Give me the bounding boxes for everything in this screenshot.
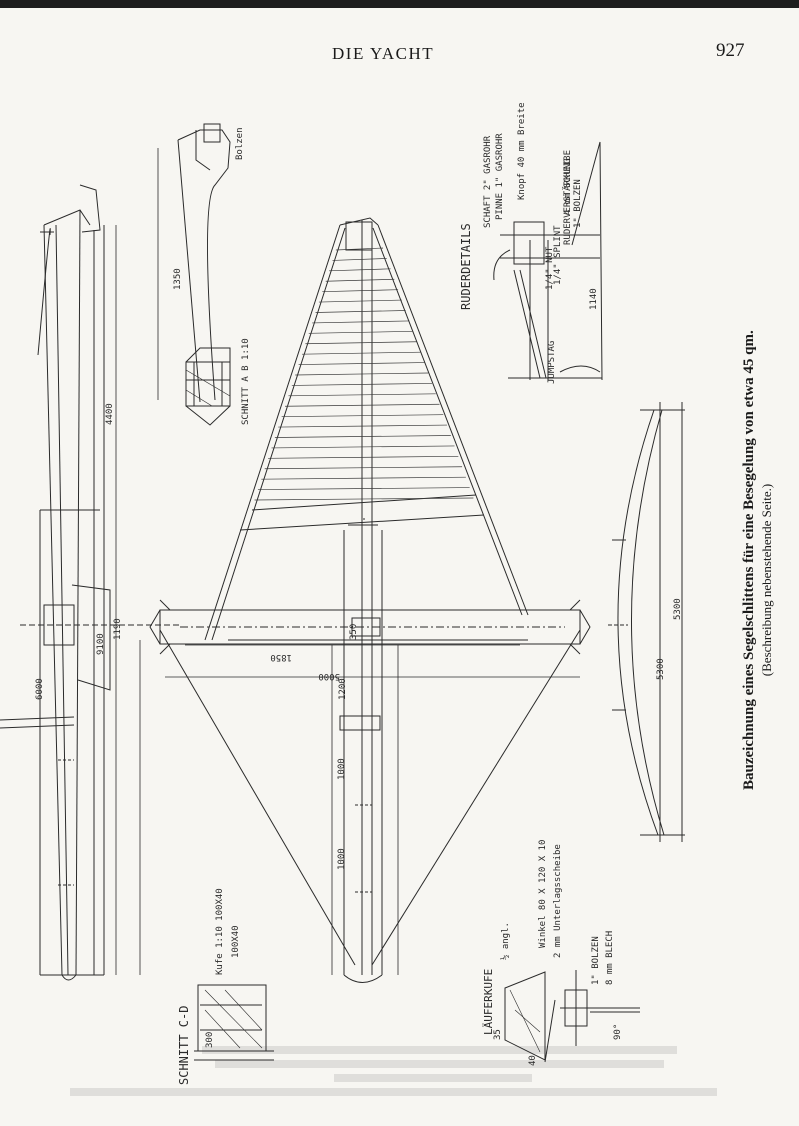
mast-head-detail: [177, 123, 231, 403]
batten-line: [312, 320, 410, 324]
dim-5300b: 5300: [656, 658, 666, 680]
batten-line: [318, 299, 402, 303]
label-splint: 1/4" SPLINT: [553, 225, 563, 285]
batten-line: [305, 341, 417, 345]
dim-5000: 5000: [318, 671, 340, 681]
batten-line: [254, 497, 474, 501]
batten-line: [261, 476, 466, 480]
sail-plan: [204, 217, 529, 975]
label-jumpstag: JUMPSTAG: [547, 341, 557, 384]
label-scheibe: 4 mm SCHEIBE: [563, 150, 573, 215]
label-kufe: Kufe 1:10 100X40: [215, 888, 225, 975]
label-nut: 1/4" NUT: [545, 246, 555, 290]
dim-350: 350: [349, 624, 359, 640]
label-bolzen-ab: Bolzen: [235, 127, 245, 160]
dim-1350: 1350: [173, 268, 183, 290]
dim-1200: 1200: [338, 678, 348, 700]
bleed-through-text: [70, 1040, 730, 1110]
sail-battens: [254, 247, 474, 501]
batten-line: [257, 487, 470, 490]
runner-detail: [504, 970, 640, 1063]
batten-line: [301, 351, 421, 355]
sail-side-view: [608, 402, 685, 842]
label-winkel: Winkel 80 X 120 X 10: [538, 840, 548, 948]
batten-line: [271, 445, 455, 449]
dim-1850: 1850: [270, 652, 292, 662]
label-blech: 8 mm BLECH: [605, 931, 615, 985]
label-pinne: PINNE 1" GASROHR: [495, 133, 505, 220]
label-schaft: SCHAFT 2" GASROHR: [483, 135, 493, 228]
batten-line: [335, 247, 384, 251]
batten-line: [332, 258, 387, 261]
dim-4400: 4400: [105, 403, 115, 425]
page-number: 927: [716, 40, 745, 61]
rudder-details: [493, 141, 603, 381]
batten-line: [295, 372, 429, 376]
batten-line: [322, 289, 399, 293]
caption-sub: (Beschreibung nebenstehende Seite.): [759, 483, 774, 677]
batten-line: [281, 414, 444, 418]
batten-line: [288, 393, 436, 397]
dim-100x40: 100X40: [231, 925, 241, 958]
dim-9100: 9100: [96, 633, 106, 655]
batten-line: [291, 383, 432, 386]
label-knopf: Knopf 40 mm Breite: [517, 102, 527, 200]
running-header: DIE YACHT 927: [0, 40, 799, 68]
dim-1000a: 1000: [337, 758, 347, 780]
runner-plank: [149, 599, 591, 731]
batten-line: [329, 268, 391, 272]
dim-6000: 6000: [35, 678, 45, 700]
label-schnitt-cd: SCHNITT C-D: [177, 1006, 191, 1085]
batten-line: [298, 362, 425, 365]
dim-1190: 1190: [113, 618, 123, 640]
caption-main: Bauzeichnung eines Segelschlittens für e…: [741, 330, 757, 790]
section-cd: [194, 984, 274, 1061]
section-ab: [185, 347, 231, 426]
journal-title: DIE YACHT: [332, 44, 435, 63]
batten-line: [325, 278, 395, 282]
dim-40: 40: [528, 1055, 538, 1066]
dim-1000b: 1000: [337, 848, 347, 870]
batten-line: [315, 310, 406, 313]
label-ruderverstaerkung: RUDERVERSTÄRKUNG: [562, 158, 573, 245]
label-schnitt-ab: SCHNITT A B 1:10: [241, 338, 251, 425]
batten-line: [285, 403, 440, 407]
scan-top-edge: [0, 0, 799, 8]
batten-line: [278, 424, 448, 428]
label-laeuferkufe: LÄUFERKUFE: [482, 969, 495, 1035]
label-ruderdetails: RUDERDETAILS: [459, 223, 473, 310]
dim-90deg: 90°: [613, 1024, 623, 1040]
dim-1140: 1140: [589, 288, 599, 310]
dim-300: 300: [205, 1032, 215, 1048]
label-angl: ½ angl.: [500, 922, 511, 960]
dim-35: 35: [493, 1029, 503, 1040]
batten-line: [274, 435, 451, 438]
side-elevation: [0, 184, 180, 981]
label-bolzen: 1" BOLZEN: [591, 936, 601, 985]
figure-caption: Bauzeichnung eines Segelschlittens für e…: [740, 330, 776, 790]
dim-5300a: 5300: [673, 598, 683, 620]
rigging: [159, 629, 581, 966]
batten-line: [264, 466, 463, 470]
batten-line: [308, 330, 414, 334]
dimension-lines: [115, 148, 580, 975]
backbone: [343, 518, 383, 983]
batten-line: [268, 455, 459, 459]
label-bolzen2: 1" BOLZEN: [573, 179, 583, 228]
label-unterlage: 2 mm Unterlagsscheibe: [553, 844, 563, 958]
